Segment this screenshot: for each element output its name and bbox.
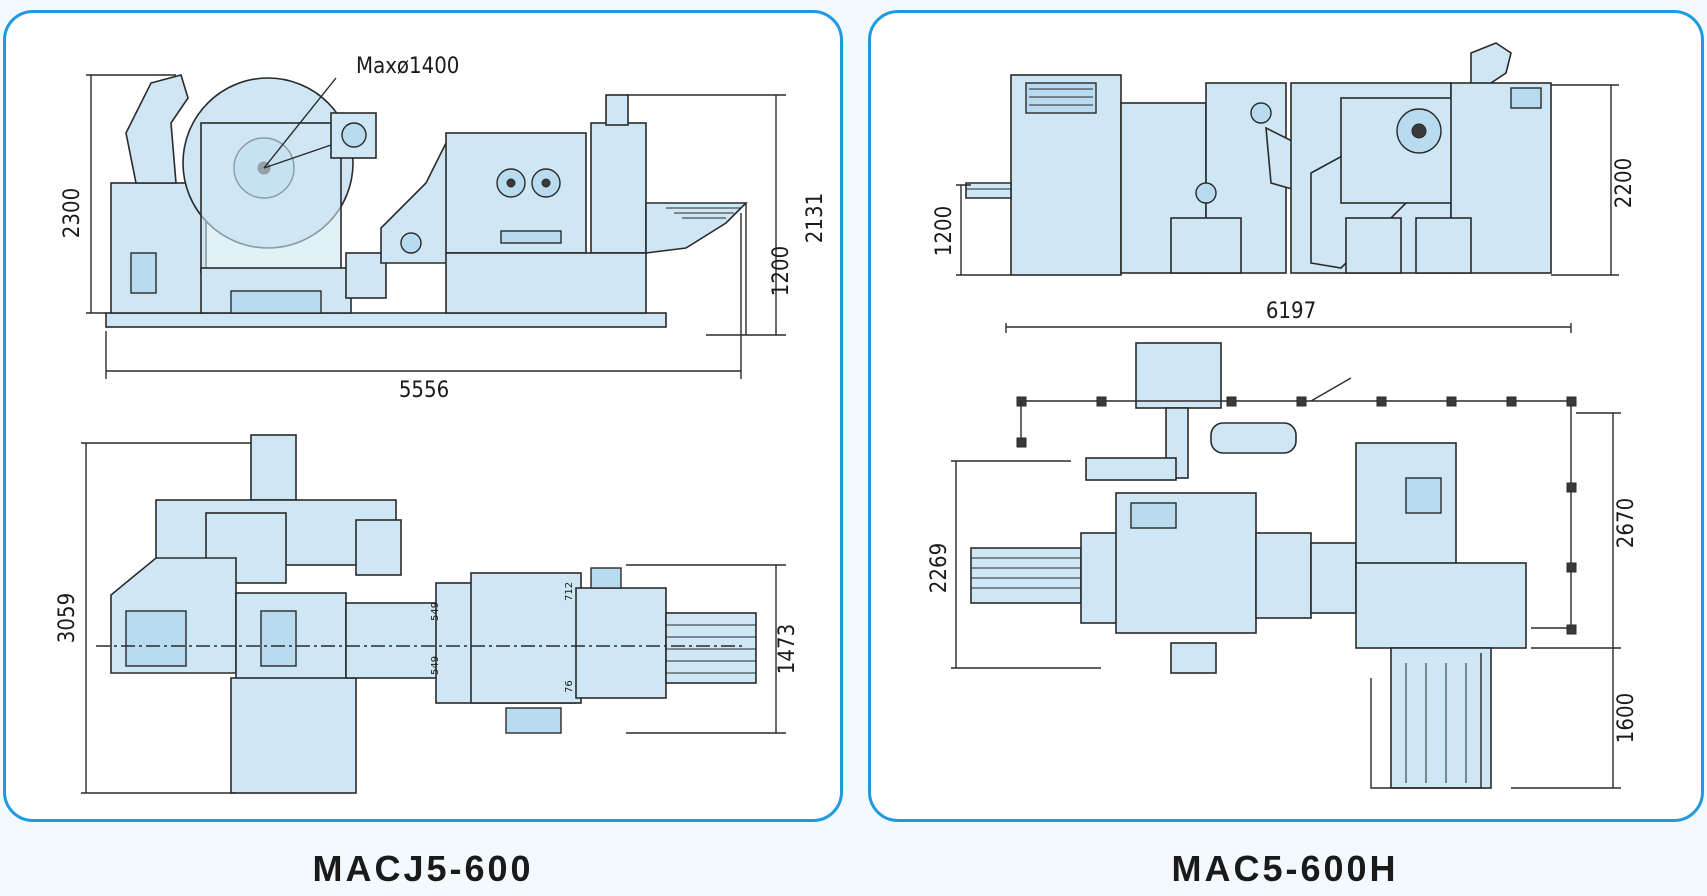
drawing-panel-mac5-600h: 1200 2200 6197 2269 2670 1600 [868,10,1704,822]
drawing-panel-macj5-600: 2300 Maxø1400 5556 1200 2131 3059 1473 5… [3,10,843,822]
dim-3059: 3059 [55,593,80,643]
dim-2670: 2670 [1614,498,1639,548]
dimension-lines-side-right [956,84,1619,276]
dim-2131: 2131 [803,193,828,243]
macj5-600-drawing: 2300 Maxø1400 5556 1200 2131 3059 1473 5… [55,54,828,794]
model-label-mac5-600h: MAC5-600H [1171,848,1399,889]
dim-549-b: 549 [430,656,441,675]
dim-712: 712 [564,582,575,601]
dim-2200: 2200 [1612,158,1637,208]
dim-5556: 5556 [399,378,449,403]
dim-max-coil: Maxø1400 [356,54,459,79]
dimension-lines-plan-right [951,412,1621,789]
plan-safety-fence [1021,400,1572,629]
plan-coil-car-rail [230,677,357,794]
plan-feeder [575,587,667,699]
dim-1600: 1600 [1614,693,1639,743]
dim-line-6197 [1005,323,1572,333]
plan-uncoiler-mandrel [970,547,1082,604]
plan-coil-car [1390,647,1492,789]
dim-1200-right: 1200 [932,206,957,256]
feeder-head [590,122,647,254]
model-label-macj5-600: MACJ5-600 [312,848,534,889]
dim-1473: 1473 [775,624,800,674]
uncoiler-stand [110,182,207,314]
plan-control-cabinet [1135,342,1222,409]
dim-2269: 2269 [927,543,952,593]
base-rail [105,312,667,328]
dim-76: 76 [564,680,575,693]
dim-549-a: 549 [430,602,441,621]
mac5-600h-drawing: 1200 2200 6197 2269 2670 1600 [927,42,1639,789]
dim-2300: 2300 [60,188,85,238]
plan-coil-car [250,434,297,501]
dim-6197: 6197 [1266,299,1316,324]
dimension-lines-plan [81,442,786,794]
hold-down-arm [125,74,189,184]
dimension-lines-side [86,74,786,379]
dim-1200-left: 1200 [769,246,794,296]
